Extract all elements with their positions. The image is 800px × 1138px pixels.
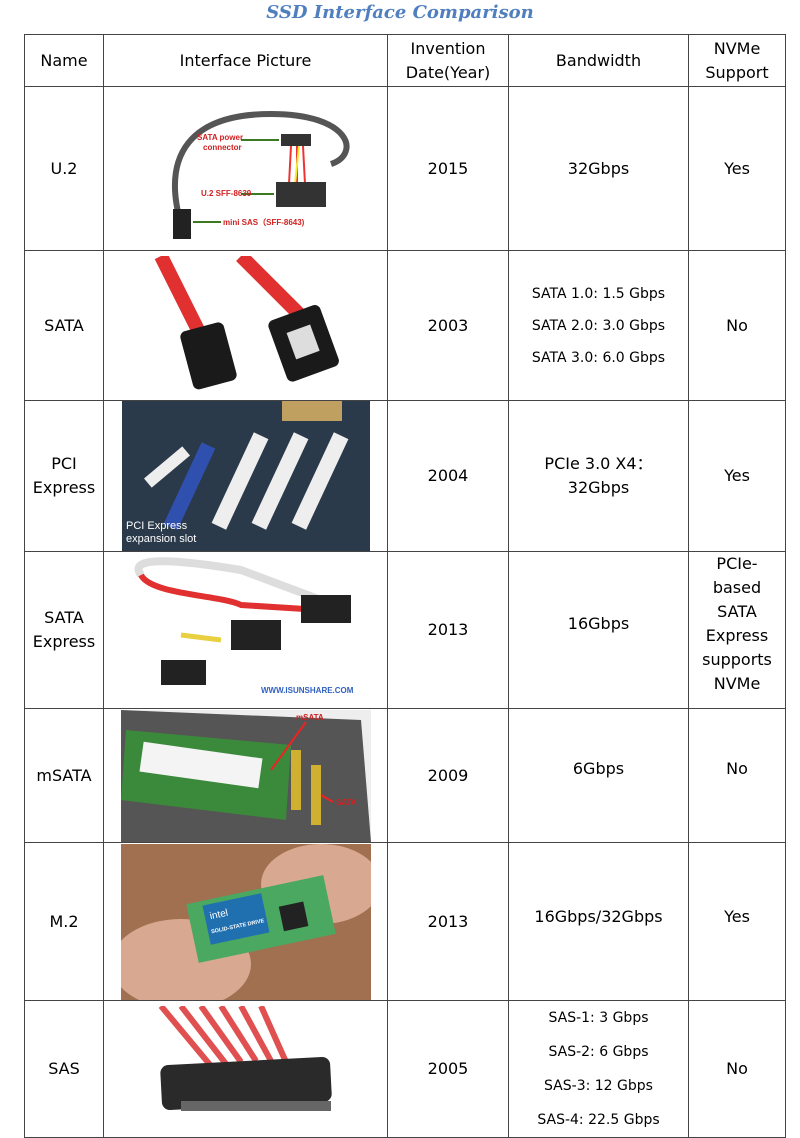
msata-label: mSATA <box>296 713 324 722</box>
nvme-cell: Yes <box>688 400 786 552</box>
year-cell: 2013 <box>387 842 509 1001</box>
msata-card-image: mSATA SATA <box>103 708 388 843</box>
u2-label-minisas: mini SAS（SFF-8643) <box>223 217 305 227</box>
nvme-cell: PCIe-based SATA Express supports NVMe <box>688 551 786 709</box>
nvme-cell: No <box>688 1000 786 1138</box>
name-cell: U.2 <box>24 86 104 251</box>
name-cell: mSATA <box>24 708 104 843</box>
pcie-label-1: PCI Express <box>126 520 188 532</box>
nvme-cell: No <box>688 250 786 401</box>
bandwidth-cell: 32Gbps <box>508 86 689 251</box>
name-cell: SAS <box>24 1000 104 1138</box>
sas-cable-image <box>103 1000 388 1138</box>
pcie-slot-image: PCI Express expansion slot <box>103 400 388 552</box>
sata-express-cable-image: WWW.ISUNSHARE.COM <box>103 551 388 709</box>
year-cell: 2004 <box>387 400 509 552</box>
nvme-cell: No <box>688 708 786 843</box>
bandwidth-line: SATA 1.0: 1.5 Gbps <box>531 285 666 302</box>
header-nvme: NVMe Support <box>688 34 786 87</box>
u2-label-connector: connector <box>203 143 242 152</box>
header-bandwidth: Bandwidth <box>508 34 689 87</box>
year-cell: 2003 <box>387 250 509 401</box>
pcie-label-2: expansion slot <box>126 533 196 545</box>
page-title: SSD Interface Comparison <box>266 2 534 23</box>
bandwidth-line: SATA 3.0: 6.0 Gbps <box>531 349 666 366</box>
bandwidth-line: SAS-3: 12 Gbps <box>544 1078 653 1094</box>
year-cell: 2013 <box>387 551 509 709</box>
header-name: Name <box>24 34 104 87</box>
name-cell: SATA Express <box>24 551 104 709</box>
m2-card-image: intel SOLID-STATE DRIVE <box>103 842 388 1001</box>
table-row: mSATA mSATA SATA 2009 6Gbps No <box>24 708 786 843</box>
bandwidth-cell: 6Gbps <box>508 708 689 843</box>
bandwidth-line: SATA 2.0: 3.0 Gbps <box>531 317 666 334</box>
u2-cable-image: SATA power connector U.2 SFF-8639 mini S… <box>103 86 388 251</box>
table-row: M.2 intel SOLID-STATE DRIVE 2013 16Gbps/… <box>24 842 786 1001</box>
bandwidth-line: SAS-1: 3 Gbps <box>548 1010 649 1026</box>
header-date: Invention Date(Year) <box>387 34 509 87</box>
bandwidth-cell: PCIe 3.0 X4： 32Gbps <box>508 400 689 552</box>
name-cell: SATA <box>24 250 104 401</box>
comparison-table: Name Interface Picture Invention Date(Ye… <box>24 34 786 1138</box>
bandwidth-cell: SATA 1.0: 1.5 Gbps SATA 2.0: 3.0 Gbps SA… <box>508 250 689 401</box>
nvme-cell: Yes <box>688 86 786 251</box>
table-row: SATA Express WWW.ISUNSHARE.COM 2013 16Gb… <box>24 551 786 709</box>
table-row: U.2 SATA power connector U.2 SFF-8639 mi… <box>24 86 786 251</box>
u2-label-sff8639: U.2 SFF-8639 <box>201 189 252 198</box>
sata-cable-image <box>103 250 388 401</box>
nvme-cell: Yes <box>688 842 786 1001</box>
name-cell: M.2 <box>24 842 104 1001</box>
bandwidth-line: 32Gbps <box>567 478 630 497</box>
u2-label-sata-power: SATA power <box>197 133 243 142</box>
year-cell: 2009 <box>387 708 509 843</box>
bandwidth-line: SAS-2: 6 Gbps <box>548 1044 649 1060</box>
table-row: SATA 2003 SATA 1.0: 1.5 Gbps SATA 2.0: 3… <box>24 250 786 401</box>
header-row: Name Interface Picture Invention Date(Ye… <box>24 34 786 87</box>
bandwidth-cell: 16Gbps/32Gbps <box>508 842 689 1001</box>
name-cell: PCI Express <box>24 400 104 552</box>
table-row: PCI Express PCI Express expansion slot 2… <box>24 400 786 552</box>
year-cell: 2005 <box>387 1000 509 1138</box>
bandwidth-line: PCIe 3.0 X4： <box>544 454 653 473</box>
bandwidth-cell: 16Gbps <box>508 551 689 709</box>
isunshare-watermark: WWW.ISUNSHARE.COM <box>261 686 354 695</box>
header-picture: Interface Picture <box>103 34 388 87</box>
bandwidth-cell: SAS-1: 3 Gbps SAS-2: 6 Gbps SAS-3: 12 Gb… <box>508 1000 689 1138</box>
bandwidth-line: SAS-4: 22.5 Gbps <box>537 1112 660 1128</box>
year-cell: 2015 <box>387 86 509 251</box>
intel-logo-text: intel <box>208 907 228 922</box>
table-row: SAS 2005 SAS-1: 3 Gbps SAS-2: 6 Gbps SAS… <box>24 1000 786 1138</box>
sata-label: SATA <box>336 798 357 807</box>
